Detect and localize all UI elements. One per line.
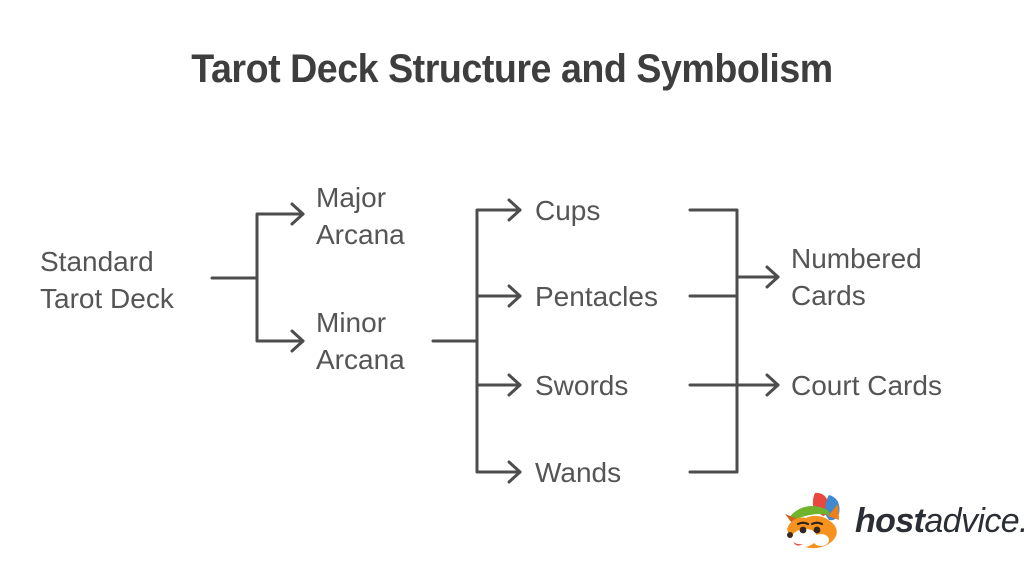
arrowhead-minor [290, 329, 305, 353]
node-pentacles: Pentacles [535, 281, 658, 312]
node-court-cards: Court Cards [791, 370, 942, 401]
node-minor-arcana: Minor Arcana [316, 307, 405, 375]
arrowhead-wands [507, 460, 522, 484]
edge-suits-bracket [475, 208, 522, 474]
node-cups: Cups [535, 195, 601, 226]
logo-text-advice: advice. [924, 501, 1024, 540]
logo-wordmark: hostadvice. [855, 502, 1024, 541]
fox-mascot-icon [785, 492, 840, 549]
edge-root-bracket [255, 212, 305, 343]
page-title: Tarot Deck Structure and Symbolism [191, 47, 833, 91]
node-major-arcana: Major Arcana [316, 182, 405, 250]
arrowhead-pentacles [507, 284, 522, 308]
node-wands: Wands [535, 457, 622, 488]
arrowhead-major [290, 202, 305, 226]
logo-text-host: host [855, 501, 925, 540]
arrowhead-swords [507, 373, 522, 397]
hostadvice-logo: hostadvice. [784, 491, 1024, 551]
arrowhead-court-cards [765, 373, 780, 397]
arrowhead-cups [507, 198, 522, 222]
arrowhead-numbered-cards [765, 265, 780, 289]
node-numbered-cards: Numbered Cards [791, 243, 922, 311]
edge-collector-bracket [688, 208, 739, 474]
node-swords: Swords [535, 370, 629, 401]
node-standard-tarot-deck: Standard Tarot Deck [40, 246, 174, 314]
